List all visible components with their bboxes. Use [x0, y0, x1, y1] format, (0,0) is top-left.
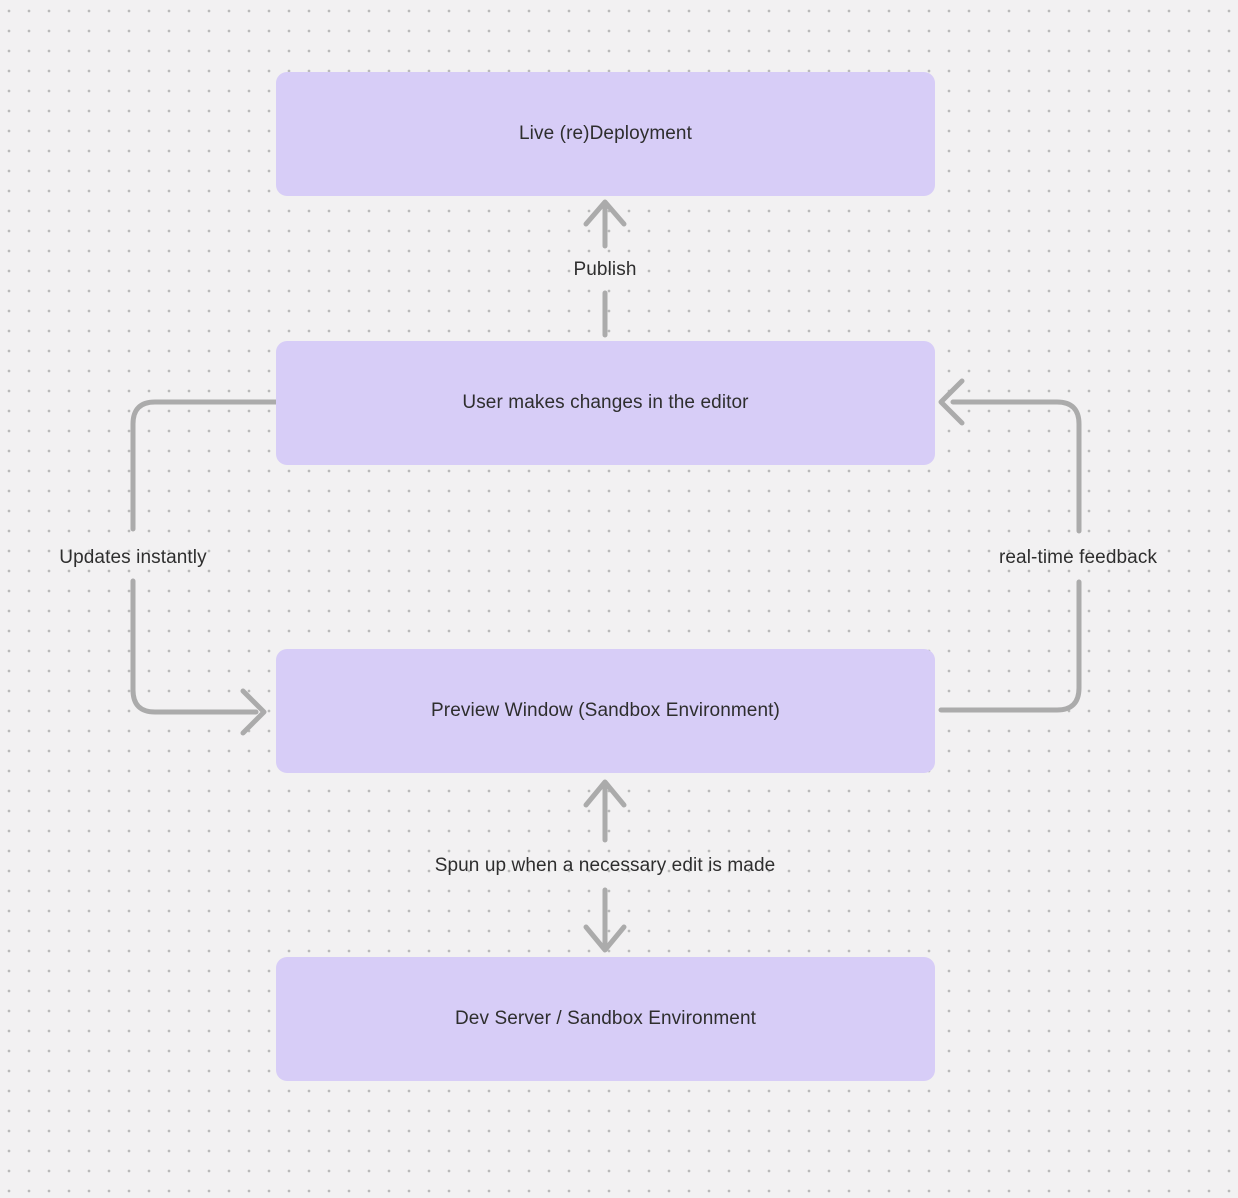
edge-label-real-time-feedback: real-time feedback: [998, 547, 1158, 568]
node-user-editor: User makes changes in the editor: [276, 341, 935, 465]
node-label: User makes changes in the editor: [462, 392, 749, 413]
node-label: Dev Server / Sandbox Environment: [454, 1008, 756, 1029]
arrowhead-down-icon: [583, 924, 627, 953]
node-label: Live (re)Deployment: [519, 123, 692, 144]
arrowhead-up-icon: [583, 199, 627, 227]
real-time-feedback-arrow: [938, 378, 1082, 713]
node-preview-window: Preview Window (Sandbox Environment): [276, 649, 935, 773]
arrowhead-right-icon: [240, 688, 267, 736]
node-live-redeployment: Live (re)Deployment: [276, 72, 935, 196]
edge-label-spun-up: Spun up when a necessary edit is made: [434, 855, 776, 876]
node-dev-server: Dev Server / Sandbox Environment: [276, 957, 935, 1081]
edge-label-publish: Publish: [573, 259, 637, 280]
node-label: Preview Window (Sandbox Environment): [431, 700, 780, 721]
arrowhead-up-icon: [583, 779, 627, 808]
edge-label-updates-instantly: Updates instantly: [59, 547, 207, 568]
arrowhead-left-icon: [938, 378, 965, 426]
